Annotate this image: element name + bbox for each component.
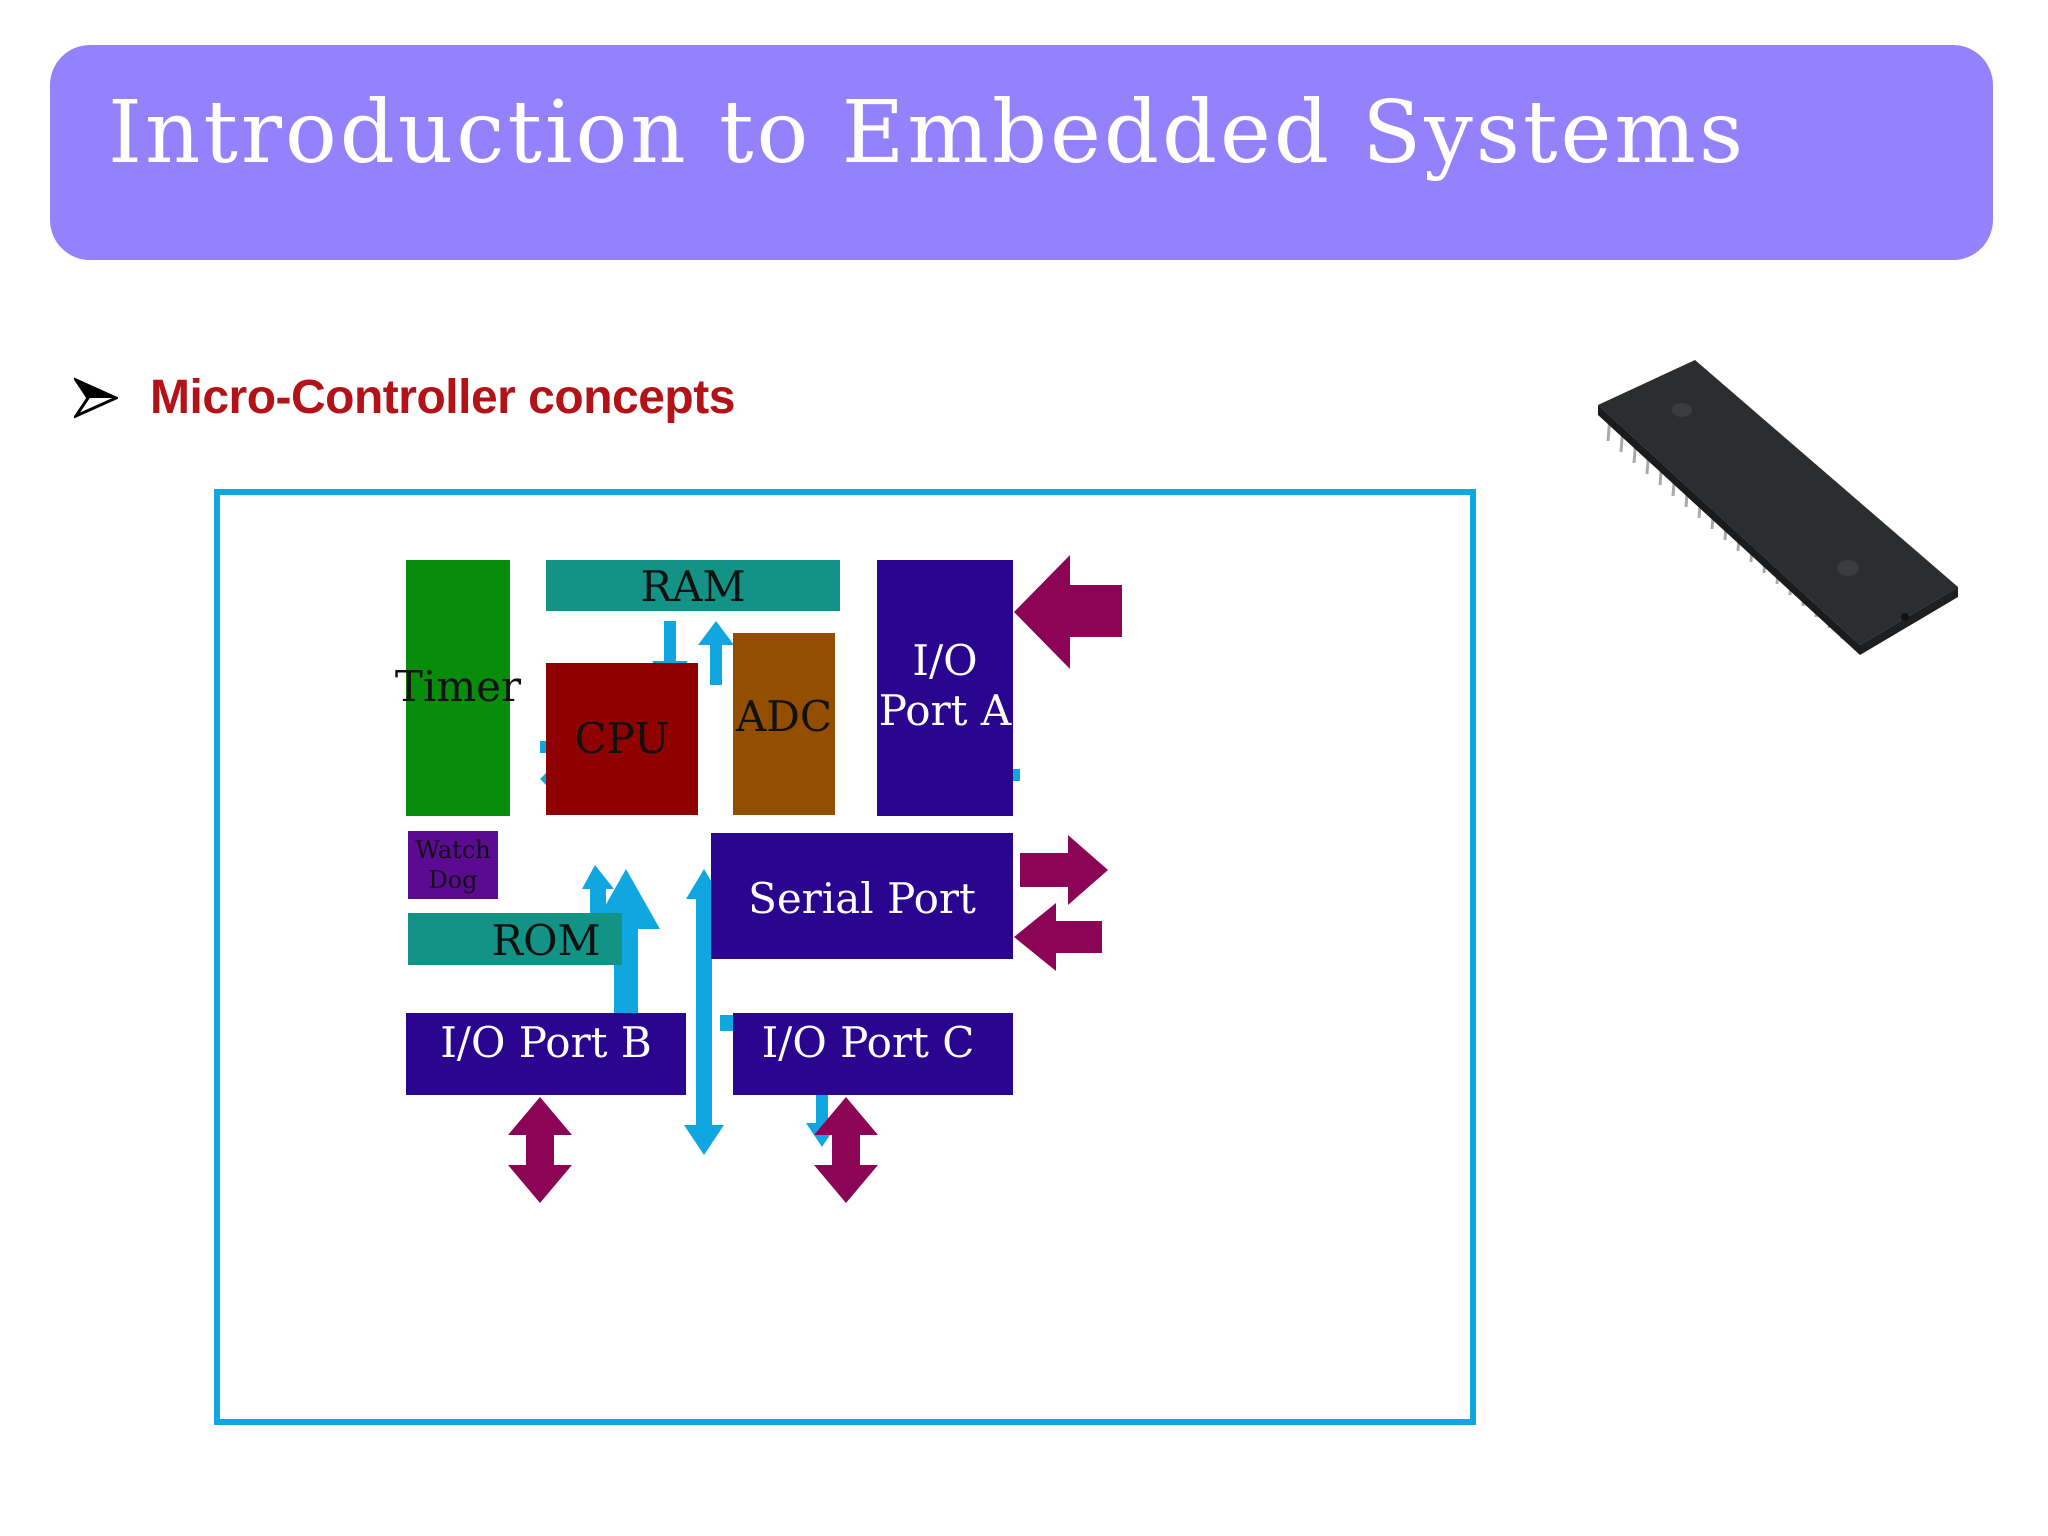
adc-block: ADC [733, 633, 835, 815]
serial-port-label: Serial Port [748, 874, 976, 923]
serial-input-arrow [1014, 903, 1102, 971]
watchdog-label-line2: Dog [428, 866, 477, 894]
serial-output-arrow [1020, 835, 1108, 905]
portb-bidirectional-arrow [508, 1097, 572, 1203]
slide-title: Introduction to Embedded Systems [108, 83, 1747, 183]
rom-block: ROM [408, 913, 622, 965]
adc-label: ADC [735, 692, 832, 741]
ram-label: RAM [641, 562, 746, 611]
chip-body [1598, 360, 1958, 645]
portc-bidirectional-arrow [814, 1097, 878, 1203]
io-port-b-label: I/O Port B [440, 1018, 652, 1067]
io-port-b-block: I/O Port B [406, 1013, 686, 1095]
arrowhead-bullet-icon [74, 377, 118, 419]
cpu-portb-bus-arrow [684, 869, 724, 1155]
io-port-a-block: I/O Port A [877, 560, 1013, 816]
watchdog-block: Watch Dog [408, 831, 498, 899]
io-port-c-block: I/O Port C [733, 1013, 1013, 1095]
external-arrows [508, 555, 1122, 1203]
serial-port-block: Serial Port [711, 833, 1013, 959]
bullet-text: Micro-Controller concepts [150, 371, 735, 424]
microcontroller-block-diagram: Timer RAM CPU ADC I/O Port A Watch [395, 555, 1122, 1203]
io-port-a-label-line2: Port A [879, 686, 1012, 735]
rom-to-cpu-arrow [592, 869, 660, 1035]
io-port-c-label: I/O Port C [762, 1018, 975, 1067]
porta-input-arrow [1014, 555, 1122, 669]
cpu-block: CPU [546, 663, 698, 815]
timer-block: Timer [395, 560, 522, 816]
io-port-a-label-line1: I/O [912, 636, 977, 685]
ram-block: RAM [546, 560, 840, 611]
microcontroller-diagram-frame: Timer RAM CPU ADC I/O Port A Watch [214, 489, 1476, 1425]
timer-label: Timer [395, 662, 522, 711]
dip-ic-chip-icon [1598, 360, 1958, 655]
cpu-label: CPU [574, 714, 669, 763]
cpu-to-ram-arrow [698, 621, 734, 685]
chip-notch-marker [1672, 403, 1692, 417]
slide-title-bar: Introduction to Embedded Systems [50, 45, 1993, 260]
watchdog-label-line1: Watch [415, 836, 490, 864]
rom-label: ROM [491, 916, 600, 965]
